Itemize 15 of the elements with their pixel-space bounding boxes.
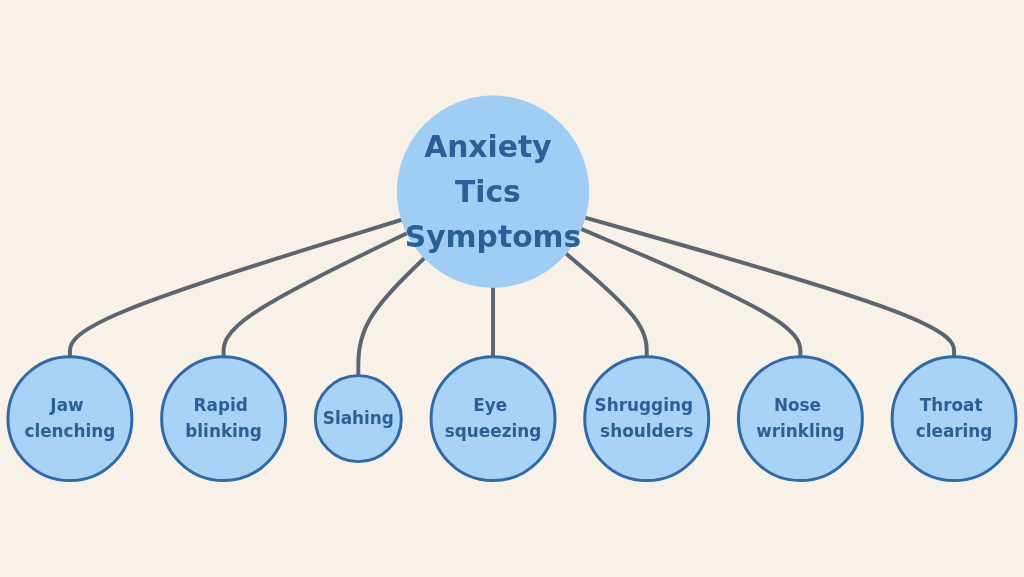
connector (67, 218, 403, 357)
node-circle: Eye squeezing (429, 355, 557, 483)
node-circle: Anxiety Tics Symptoms (396, 95, 590, 288)
node-circle: Rapid blinking (160, 355, 288, 483)
node-circle: Throat clearing (890, 355, 1018, 483)
node-circle: Shrugging shoulders (583, 355, 711, 483)
node-circle: Nose wrinkling (736, 355, 864, 483)
connector (580, 227, 803, 357)
node-circle: Slahing (313, 374, 403, 464)
connector (221, 231, 408, 357)
connector (584, 215, 957, 357)
node-circle: Jaw clenching (6, 355, 134, 483)
connector (491, 287, 496, 357)
connector (564, 252, 649, 357)
connector (356, 256, 426, 376)
